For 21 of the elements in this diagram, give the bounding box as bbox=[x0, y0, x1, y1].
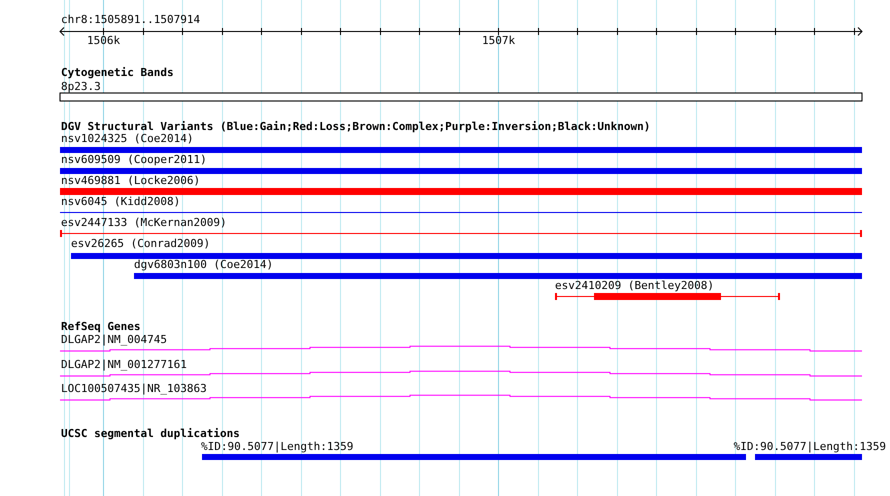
feature-label: esv2410209 (Bentley2008) bbox=[555, 280, 714, 292]
coordinate-range: chr8:1505891..1507914 bbox=[61, 14, 200, 26]
track-title: RefSeq Genes bbox=[61, 321, 140, 333]
track-title: DGV Structural Variants (Blue:Gain;Red:Loss;Brown:Complex;Purple:Inversion;Black:Unknown) bbox=[61, 121, 650, 133]
feature-label: nsv6045 (Kidd2008) bbox=[61, 196, 180, 208]
feature-label: nsv609509 (Cooper2011) bbox=[61, 154, 207, 166]
feature-label: %ID:90.5077|Length:1359 bbox=[201, 441, 354, 453]
feature-label: esv2447133 (McKernan2009) bbox=[61, 217, 227, 229]
gene-label: DLGAP2|NM_004745 bbox=[61, 334, 167, 346]
feature-label: nsv469881 (Locke2006) bbox=[61, 175, 200, 187]
feature-label: %ID:90.5077|Length:1359 bbox=[734, 441, 886, 453]
gene-label: DLGAP2|NM_001277161 bbox=[61, 359, 187, 371]
feature-label: dgv6803n100 (Coe2014) bbox=[134, 259, 274, 271]
band-label: 8p23.3 bbox=[61, 81, 101, 93]
gene-label: LOC100507435|NR_103863 bbox=[61, 383, 207, 395]
feature-label: esv26265 (Conrad2009) bbox=[71, 238, 210, 250]
track-title: Cytogenetic Bands bbox=[61, 67, 174, 79]
feature-label: nsv1024325 (Coe2014) bbox=[61, 133, 194, 145]
scale-label: 1507k bbox=[482, 35, 516, 47]
scale-label: 1506k bbox=[87, 35, 120, 47]
track-title: UCSC segmental duplications bbox=[61, 428, 240, 440]
